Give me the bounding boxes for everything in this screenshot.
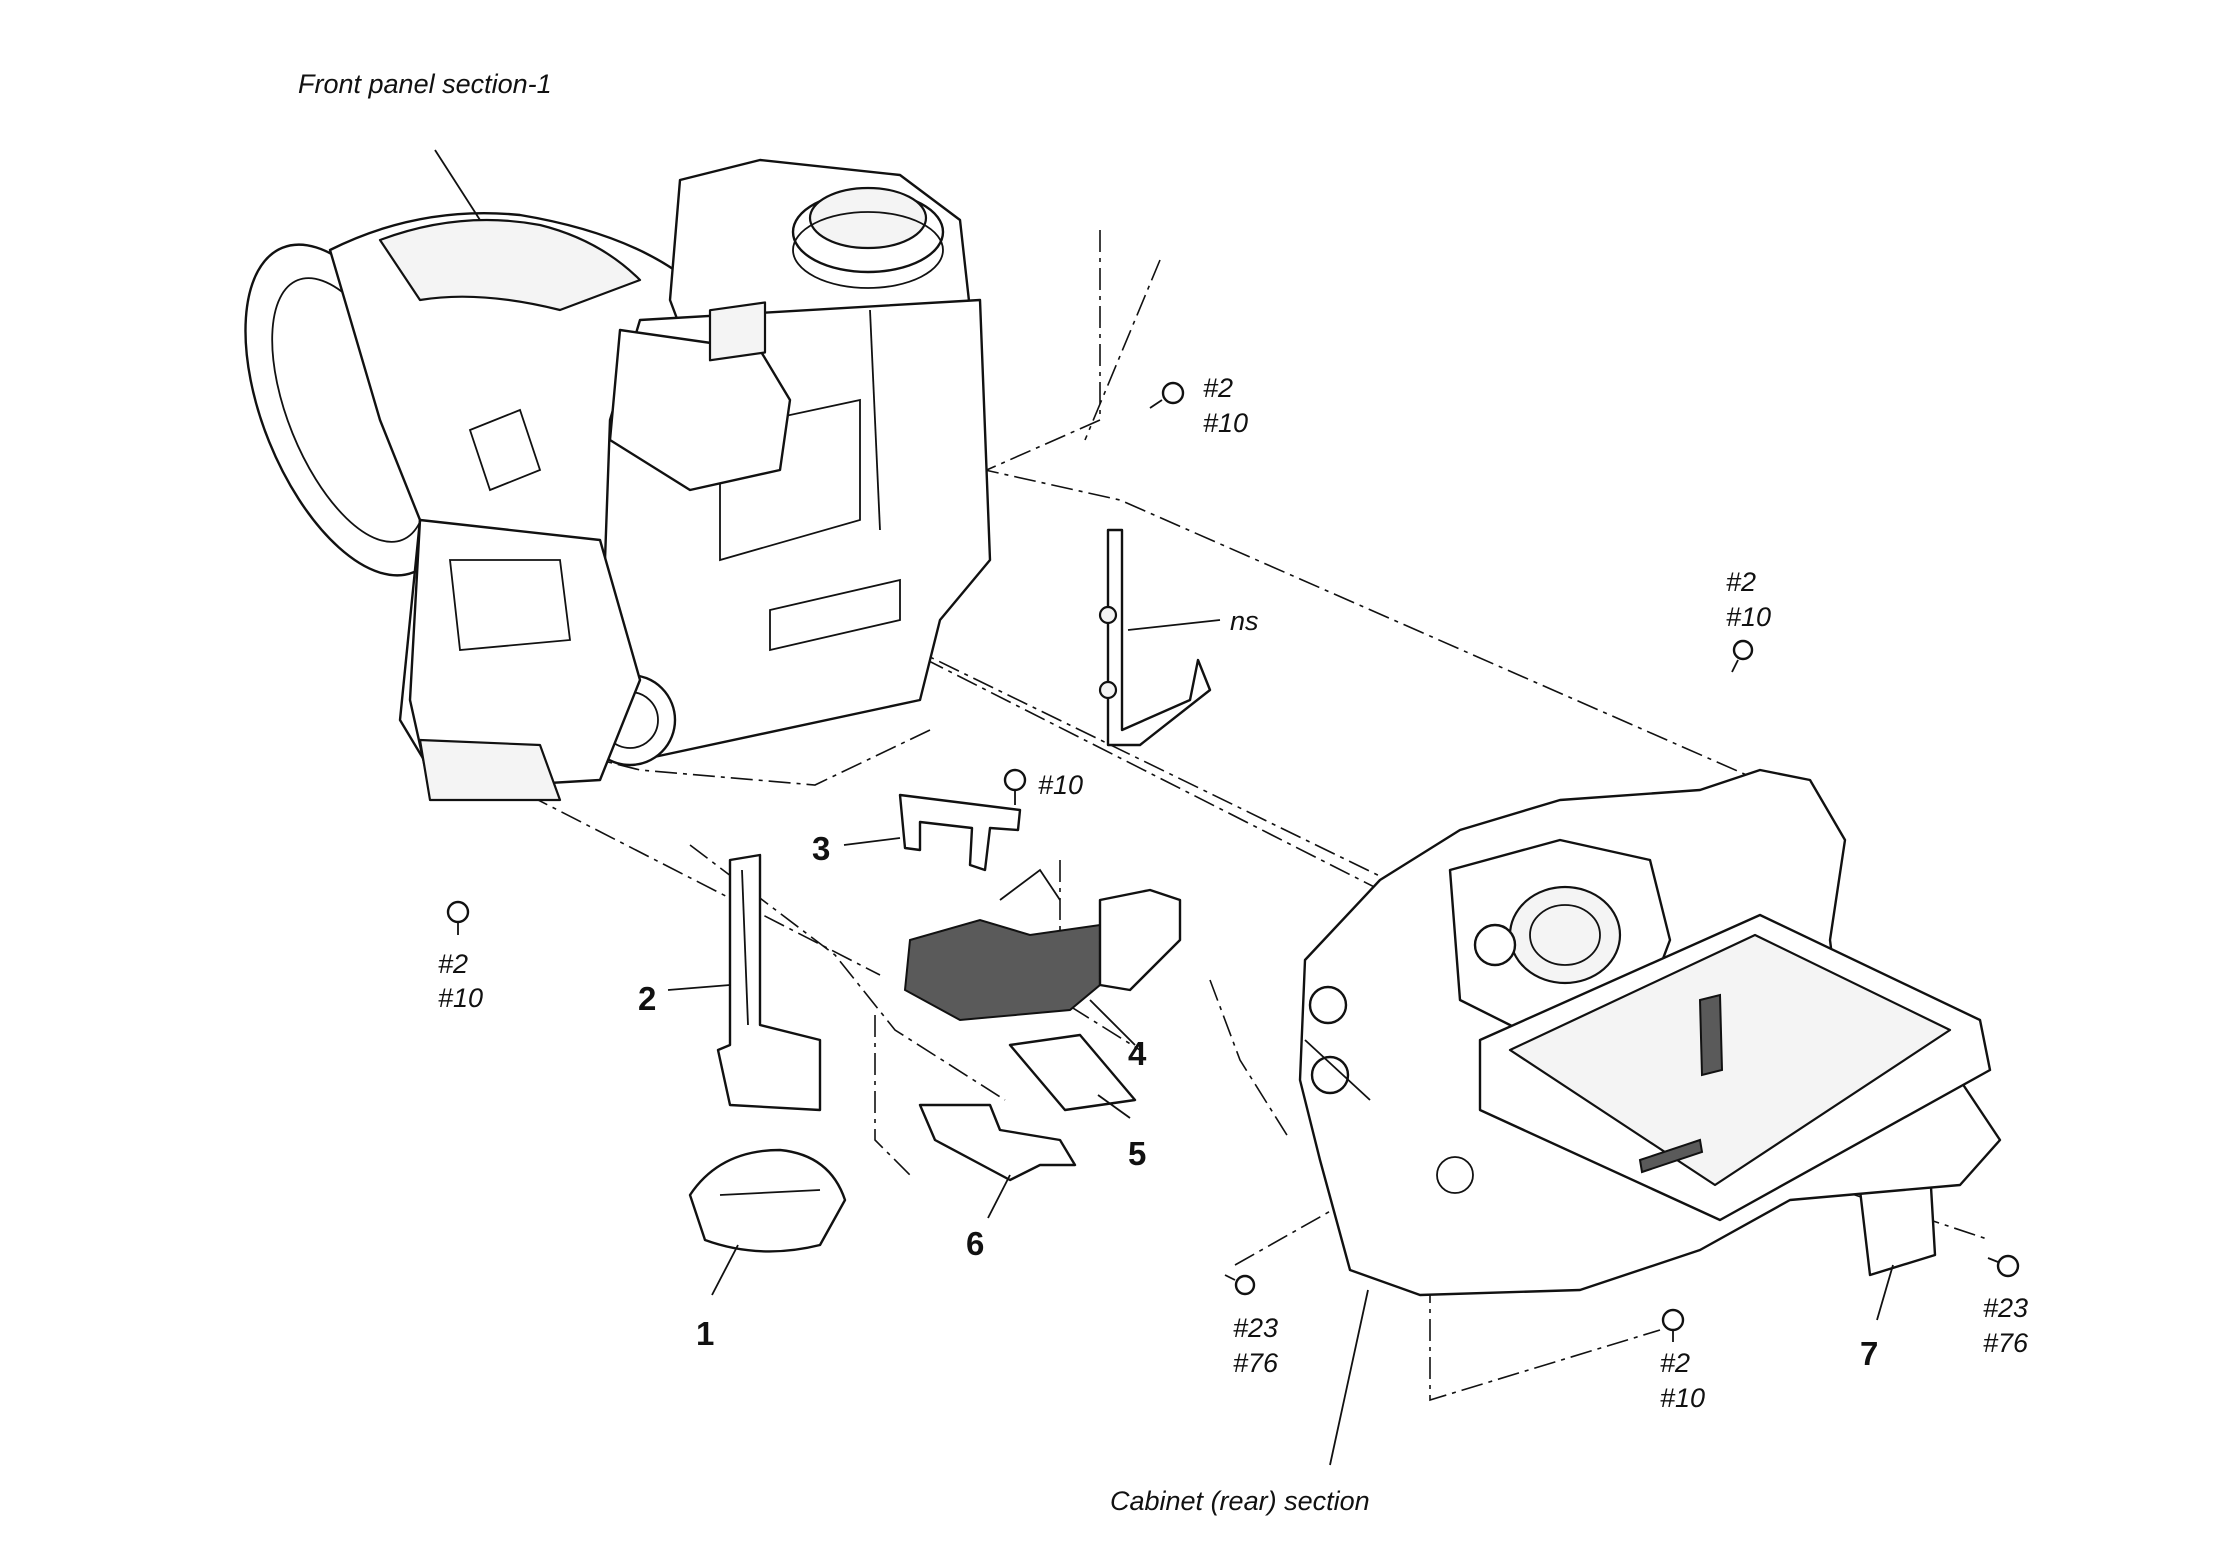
screw-label: #23 — [1233, 1313, 1278, 1343]
part-number-7: 7 — [1860, 1335, 1878, 1372]
part-label-ns: ns — [1230, 606, 1259, 636]
screw-icon — [1149, 381, 1185, 409]
part-labels: 1 2 3 4 5 6 7 ns — [638, 606, 1878, 1372]
part-number-2: 2 — [638, 980, 656, 1017]
cabinet-rear-section-label: Cabinet (rear) section — [1110, 1486, 1370, 1516]
screw-label: #76 — [1983, 1328, 2029, 1358]
screw-label: #23 — [1983, 1293, 2028, 1323]
part-4-board — [903, 868, 1182, 1022]
screw-icon — [1987, 1254, 2020, 1278]
screw-label: #2 — [1726, 567, 1756, 597]
section-labels: Front panel section-1 Cabinet (rear) sec… — [298, 69, 1370, 1516]
screw-label: #2 — [1660, 1348, 1690, 1378]
part-number-5: 5 — [1128, 1135, 1146, 1172]
part-6-bracket — [918, 1103, 1077, 1182]
screw-icon — [1224, 1274, 1256, 1296]
screw-icon — [1731, 639, 1754, 673]
part-3-bracket — [898, 793, 1022, 872]
part-number-6: 6 — [966, 1225, 984, 1262]
part-2-rail — [716, 853, 822, 1112]
part-number-4: 4 — [1128, 1035, 1147, 1072]
leader-lines — [434, 149, 1894, 1466]
part-number-1: 1 — [696, 1315, 714, 1352]
screw-icon — [446, 900, 470, 935]
cabinet-rear-assembly — [1298, 768, 2002, 1297]
screw-label: #2 — [438, 949, 468, 979]
screw-labels: #2 #10 #2 #10 #10 #2 #10 #23 #76 #2 #10 … — [438, 373, 2029, 1413]
front-panel-assembly — [244, 158, 992, 802]
screw-label: #10 — [438, 983, 483, 1013]
part-5-sheet — [1008, 1033, 1137, 1112]
ns-bracket — [1098, 528, 1212, 747]
screw-label: #10 — [1203, 408, 1248, 438]
screw-label: #10 — [1726, 602, 1771, 632]
screw-icons — [446, 381, 2020, 1342]
screw-label: #76 — [1233, 1348, 1279, 1378]
screw-icon — [1661, 1308, 1685, 1342]
part-number-3: 3 — [812, 830, 830, 867]
screw-label: #10 — [1660, 1383, 1705, 1413]
part-1-cover — [688, 1148, 847, 1253]
screw-icon — [1003, 768, 1027, 805]
front-panel-section-label: Front panel section-1 — [298, 69, 552, 99]
screw-label: #2 — [1203, 373, 1233, 403]
screw-label: #10 — [1038, 770, 1083, 800]
assembly-guide-lines — [459, 230, 1991, 1402]
